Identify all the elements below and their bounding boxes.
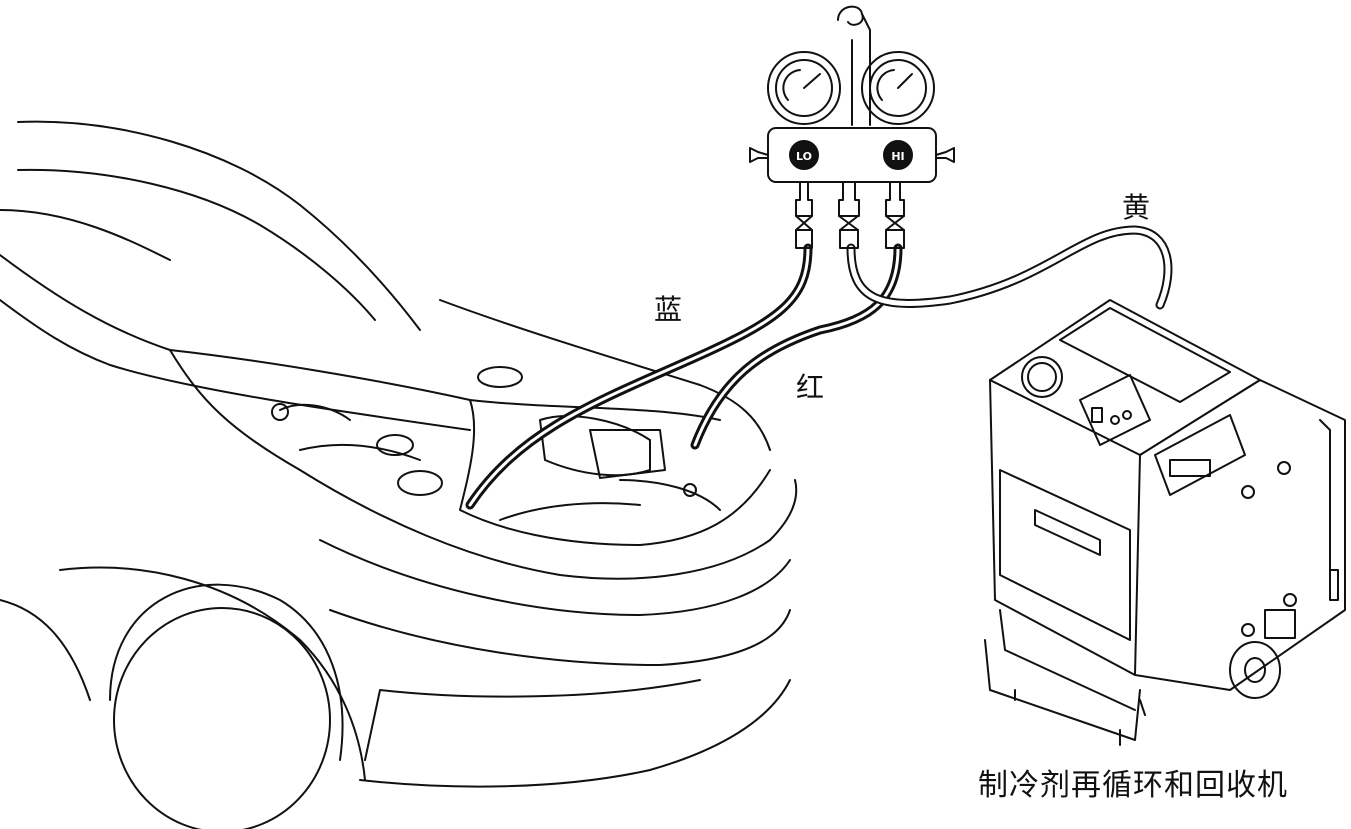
label-red-hose: 红 xyxy=(796,371,825,404)
high-pressure-gauge xyxy=(861,51,935,125)
machine-display xyxy=(1154,414,1246,496)
machine-side xyxy=(1134,379,1346,691)
hose-blue xyxy=(465,243,813,510)
recovery-machine xyxy=(984,299,1346,746)
machine-panel xyxy=(1079,374,1151,446)
car-engine-bay xyxy=(439,299,771,451)
machine-front xyxy=(989,379,1141,676)
car-front-bumper xyxy=(299,469,798,580)
car-wheel-arch xyxy=(109,583,344,761)
hoses xyxy=(465,225,1173,510)
high-side-knob xyxy=(883,140,913,170)
car-fender xyxy=(169,349,301,471)
machine-wheel xyxy=(1229,641,1281,699)
engine-components xyxy=(271,366,721,521)
machine-gauge xyxy=(1021,356,1063,398)
fitting-left xyxy=(795,181,813,249)
car-windshield-inner xyxy=(17,168,376,321)
car-roof-line xyxy=(17,120,421,331)
machine-base xyxy=(984,639,1141,741)
gauge-manifold xyxy=(749,5,955,249)
fitting-right xyxy=(885,181,905,249)
machine-drawer xyxy=(999,469,1131,641)
car-a-pillar xyxy=(0,254,171,351)
label-yellow-hose: 黄 xyxy=(1122,191,1151,224)
low-side-knob xyxy=(789,140,819,170)
car-tire xyxy=(113,607,331,829)
label-blue-hose: 蓝 xyxy=(654,293,683,326)
car xyxy=(0,120,798,829)
fitting-center xyxy=(838,181,860,249)
label-machine: 制冷剂再循环和回收机 xyxy=(978,768,1288,803)
manifold-hook xyxy=(837,5,871,126)
low-pressure-gauge xyxy=(767,51,841,125)
